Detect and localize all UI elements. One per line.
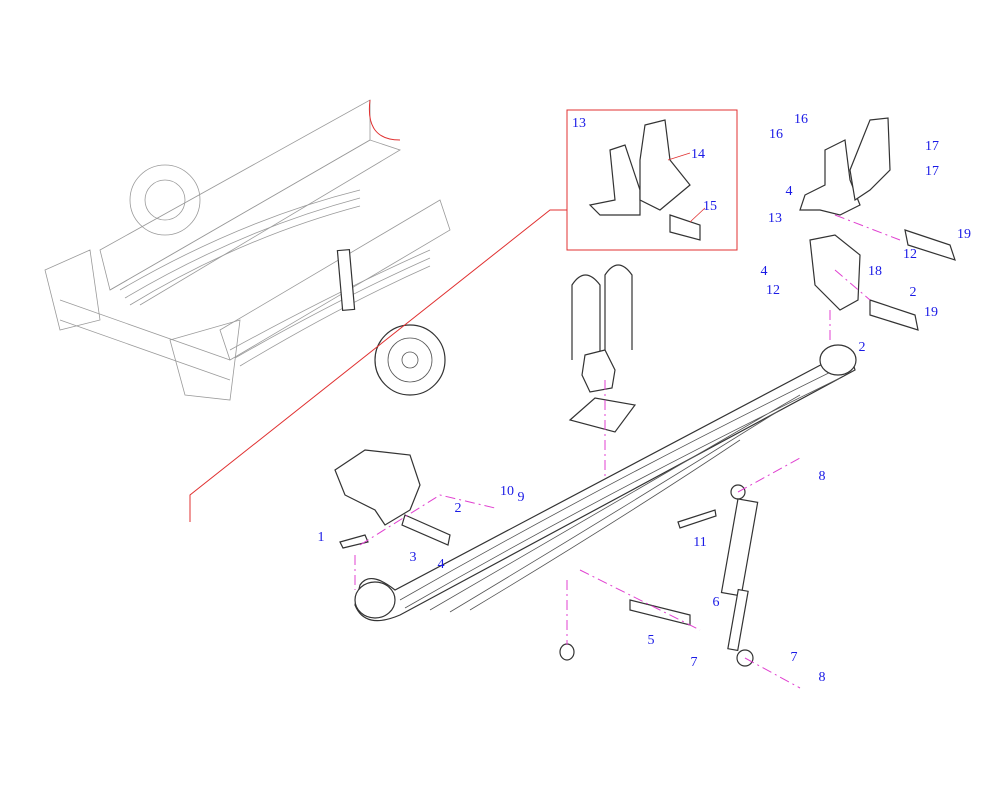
part-label-16: 16 (794, 112, 808, 127)
part-label-11: 11 (693, 535, 706, 550)
part-label-5: 5 (648, 633, 655, 648)
part-label-13: 13 (768, 211, 782, 226)
part-label-2: 2 (859, 340, 866, 355)
part-label-2: 2 (910, 285, 917, 300)
part-label-10: 10 (500, 484, 514, 499)
part-label-2: 2 (455, 501, 462, 516)
part-label-15: 15 (703, 199, 717, 214)
part-label-16: 16 (769, 127, 783, 142)
rear-hanger-bracket (799, 117, 956, 340)
part-label-13: 13 (572, 116, 586, 131)
leaf-spring (354, 344, 857, 622)
part-label-12: 12 (903, 247, 917, 262)
part-label-3: 3 (410, 550, 417, 565)
part-label-6: 6 (713, 595, 720, 610)
part-label-19: 19 (957, 227, 971, 242)
part-label-8: 8 (819, 670, 826, 685)
shock-absorber (559, 457, 801, 689)
front-hanger-bracket (334, 449, 496, 590)
part-label-12: 12 (766, 283, 780, 298)
part-label-4: 4 (786, 184, 793, 199)
part-label-7: 7 (691, 655, 698, 670)
part-label-17: 17 (925, 164, 939, 179)
inset-box (566, 109, 738, 251)
part-label-17: 17 (925, 139, 939, 154)
part-label-18: 18 (868, 264, 882, 279)
u-bolts (568, 264, 637, 500)
part-label-8: 8 (819, 469, 826, 484)
part-label-7: 7 (791, 650, 798, 665)
part-label-1: 1 (318, 530, 325, 545)
part-label-9: 9 (518, 490, 525, 505)
part-label-4: 4 (438, 557, 445, 572)
part-label-4: 4 (761, 264, 768, 279)
chassis-overview (44, 99, 451, 401)
part-label-14: 14 (691, 147, 705, 162)
part-label-19: 19 (924, 305, 938, 320)
inset-reference-line (189, 209, 567, 522)
